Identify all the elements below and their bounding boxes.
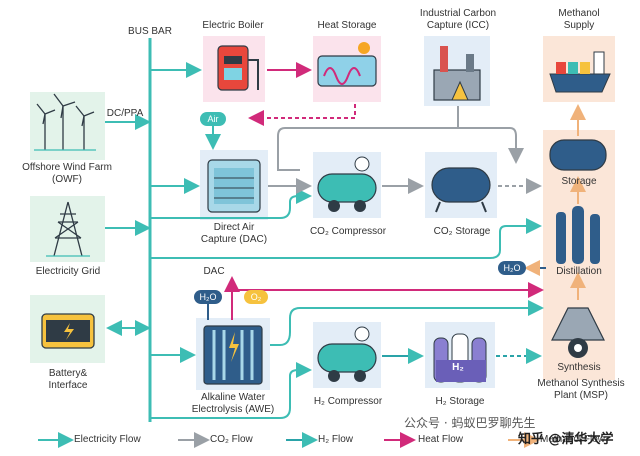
heat-to-msp-line xyxy=(231,282,544,320)
watermark-text-2: 知乎 @清华大学 xyxy=(518,432,614,447)
synthesis-label: Synthesis xyxy=(557,362,601,373)
bus-bar-label: BUS BAR xyxy=(128,26,172,37)
heat-to-dac-line xyxy=(248,104,356,126)
msp-label: Methanol Synthesis Plant (MSP) xyxy=(537,378,625,401)
distillation-label: Distillation xyxy=(556,266,602,277)
watermark-text: 公众号 · 蚂蚁巴罗聊先生 xyxy=(404,416,536,430)
co2-compressor-label: CO₂ Compressor xyxy=(309,226,387,237)
legend-heat-label: Heat Flow xyxy=(418,434,464,445)
cargo-ship-icon xyxy=(549,51,611,93)
awe-label: Alkaline Water Electrolysis (AWE) xyxy=(191,392,275,415)
battery-icon xyxy=(41,313,95,349)
h2-tank-text: H₂ xyxy=(452,362,464,373)
electric-boiler-icon xyxy=(217,45,259,91)
bus-to-co2-compressor-line xyxy=(150,188,312,219)
dc-ppa-label: DC/PPA xyxy=(106,108,144,119)
legend-methanol-label: Methanol Flow xyxy=(540,434,606,445)
distillation-column-icon xyxy=(556,206,600,264)
dac-small-label: DAC xyxy=(203,266,225,277)
heat-storage-label: Heat Storage xyxy=(317,20,377,31)
bus-to-msp-line xyxy=(150,218,542,259)
grid-label: Electricity Grid xyxy=(35,266,101,277)
owf-panel xyxy=(30,92,105,160)
bus-to-h2-compressor-line xyxy=(150,362,312,419)
h2o-chip-right: H₂O xyxy=(498,261,526,275)
icc-to-compressor-line xyxy=(277,106,459,171)
co2-compressor-icon xyxy=(317,156,377,212)
industrial-plant-icon xyxy=(433,46,481,101)
h2o-chip-left: H₂O xyxy=(194,290,222,304)
legend-co2-label: CO₂ Flow xyxy=(210,434,253,445)
dac-label: Direct Air Capture (DAC) xyxy=(200,222,268,245)
owf-label: Offshore Wind Farm (OWF) xyxy=(22,162,112,185)
h2-compressor-icon xyxy=(317,326,377,382)
h2-storage-label: H₂ Storage xyxy=(435,396,485,407)
co2-storage-label: CO₂ Storage xyxy=(433,226,491,237)
wind-turbine-icon xyxy=(34,93,96,151)
awe-to-msp-line xyxy=(270,300,544,346)
co2-tank-icon xyxy=(431,167,491,213)
synthesis-reactor-icon xyxy=(551,307,605,358)
o2-chip: O₂ xyxy=(244,290,268,304)
h2-cylinders-icon xyxy=(433,333,487,383)
storage-label: Storage xyxy=(561,176,597,187)
legend-electricity-label: Electricity Flow xyxy=(74,434,141,445)
legend-h2-label: H₂ Flow xyxy=(318,434,353,445)
heat-storage-icon xyxy=(317,42,377,87)
battery-label: Battery& Interface xyxy=(48,368,88,391)
icc-label: Industrial Carbon Capture (ICC) xyxy=(419,8,497,31)
methanol-supply-label: Methanol Supply xyxy=(558,8,600,31)
dac-unit-icon xyxy=(207,159,261,213)
pylon-icon xyxy=(46,201,90,257)
methanol-storage-icon xyxy=(549,139,607,171)
electrolyser-icon xyxy=(203,325,263,385)
h2-compressor-label: H₂ Compressor xyxy=(313,396,383,407)
air-chip: Air xyxy=(200,112,226,126)
electric-boiler-label: Electric Boiler xyxy=(202,20,264,31)
